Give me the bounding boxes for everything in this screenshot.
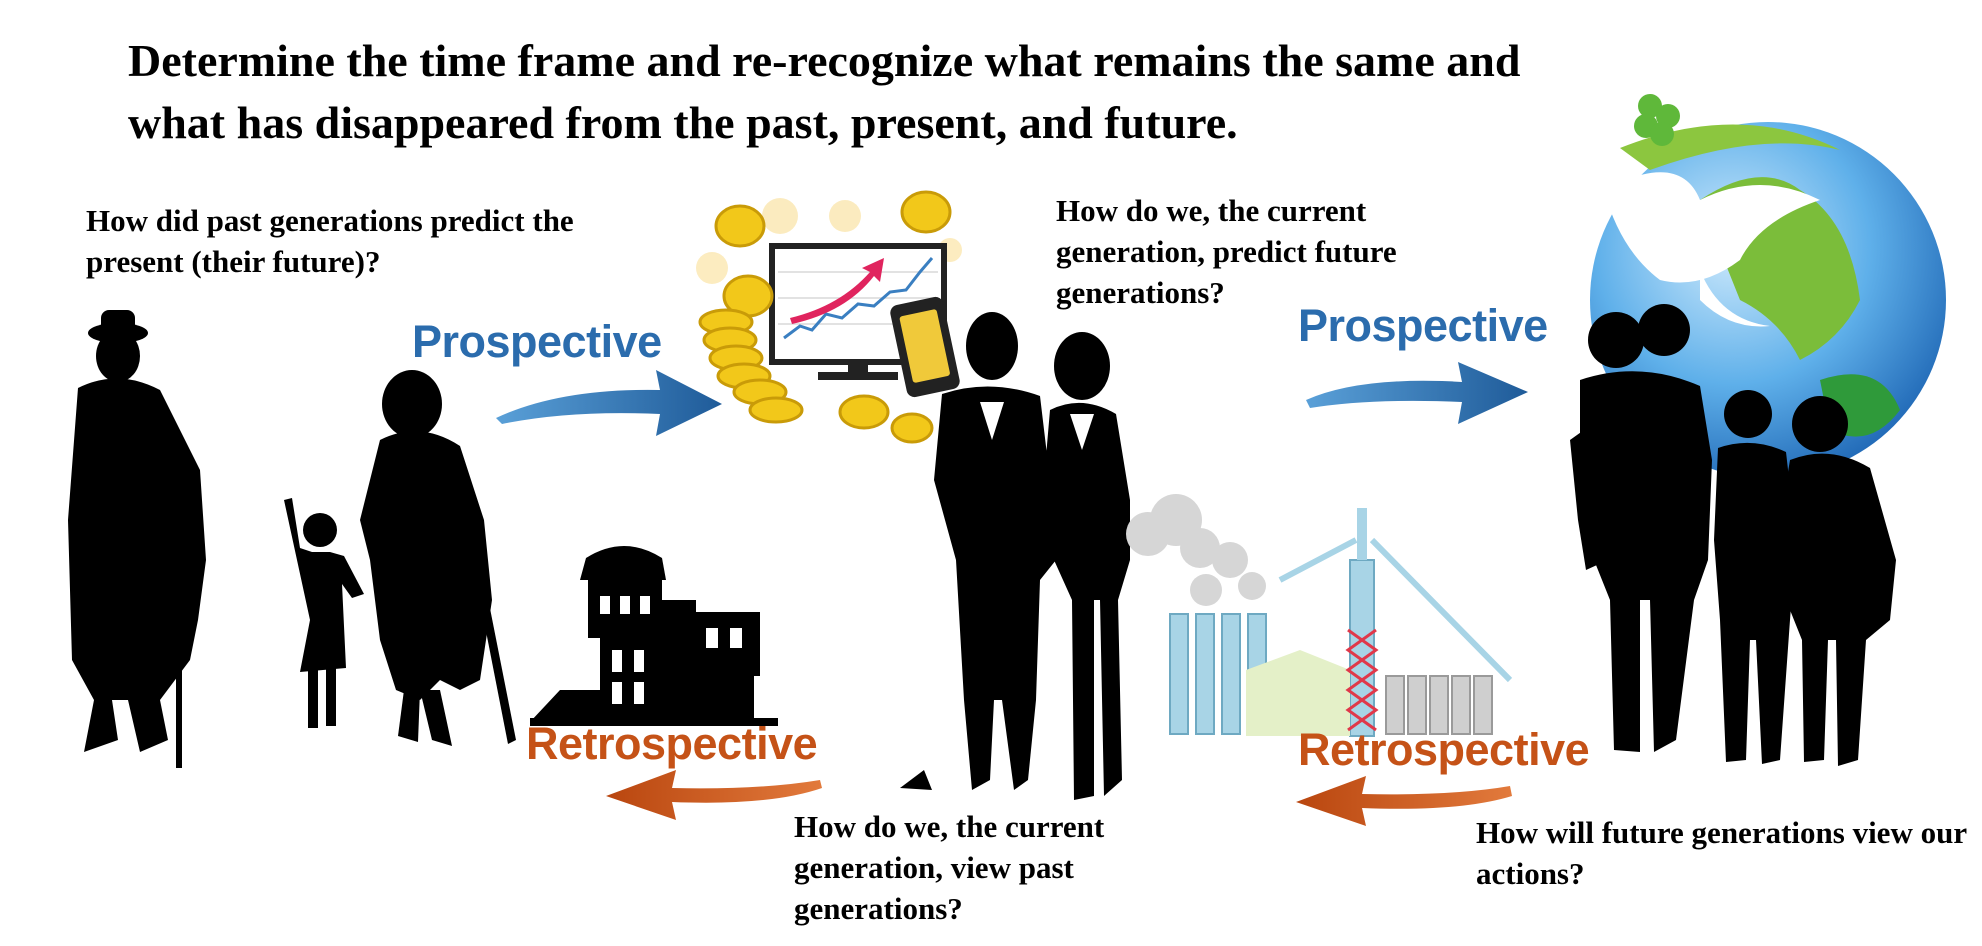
retrospective-arrow-right	[1296, 776, 1512, 826]
prospective-arrow-right	[1306, 362, 1528, 424]
globe-icon	[1590, 94, 1946, 478]
ruins-silhouette	[530, 546, 778, 726]
business-couple-silhouette	[900, 312, 1130, 800]
current-prediction-question: How do we, the current generation, predi…	[1056, 193, 1397, 310]
future-view-question: How will future generations view our act…	[1476, 815, 1967, 891]
retrospective-arrow-left	[606, 770, 822, 820]
retrospective-label-left: Retrospective	[526, 718, 818, 769]
diagram-title: Determine the time frame and re-recogniz…	[128, 35, 1521, 148]
future-family-silhouette	[1570, 304, 1896, 766]
elderly-woman-silhouette	[360, 370, 516, 746]
past-prediction-question: How did past generations predict the pre…	[86, 203, 574, 279]
prospective-arrow-left	[496, 370, 722, 436]
child-silhouette	[284, 498, 364, 728]
current-view-question: How do we, the current generation, view …	[794, 809, 1105, 926]
factory-icon	[1126, 494, 1513, 737]
clover-icon	[1634, 94, 1680, 146]
economy-chart-icon	[696, 190, 962, 444]
elderly-man-silhouette	[68, 310, 206, 768]
prospective-label-left: Prospective	[412, 316, 662, 367]
prospective-label-right: Prospective	[1298, 300, 1548, 351]
retrospective-label-right: Retrospective	[1298, 724, 1590, 775]
